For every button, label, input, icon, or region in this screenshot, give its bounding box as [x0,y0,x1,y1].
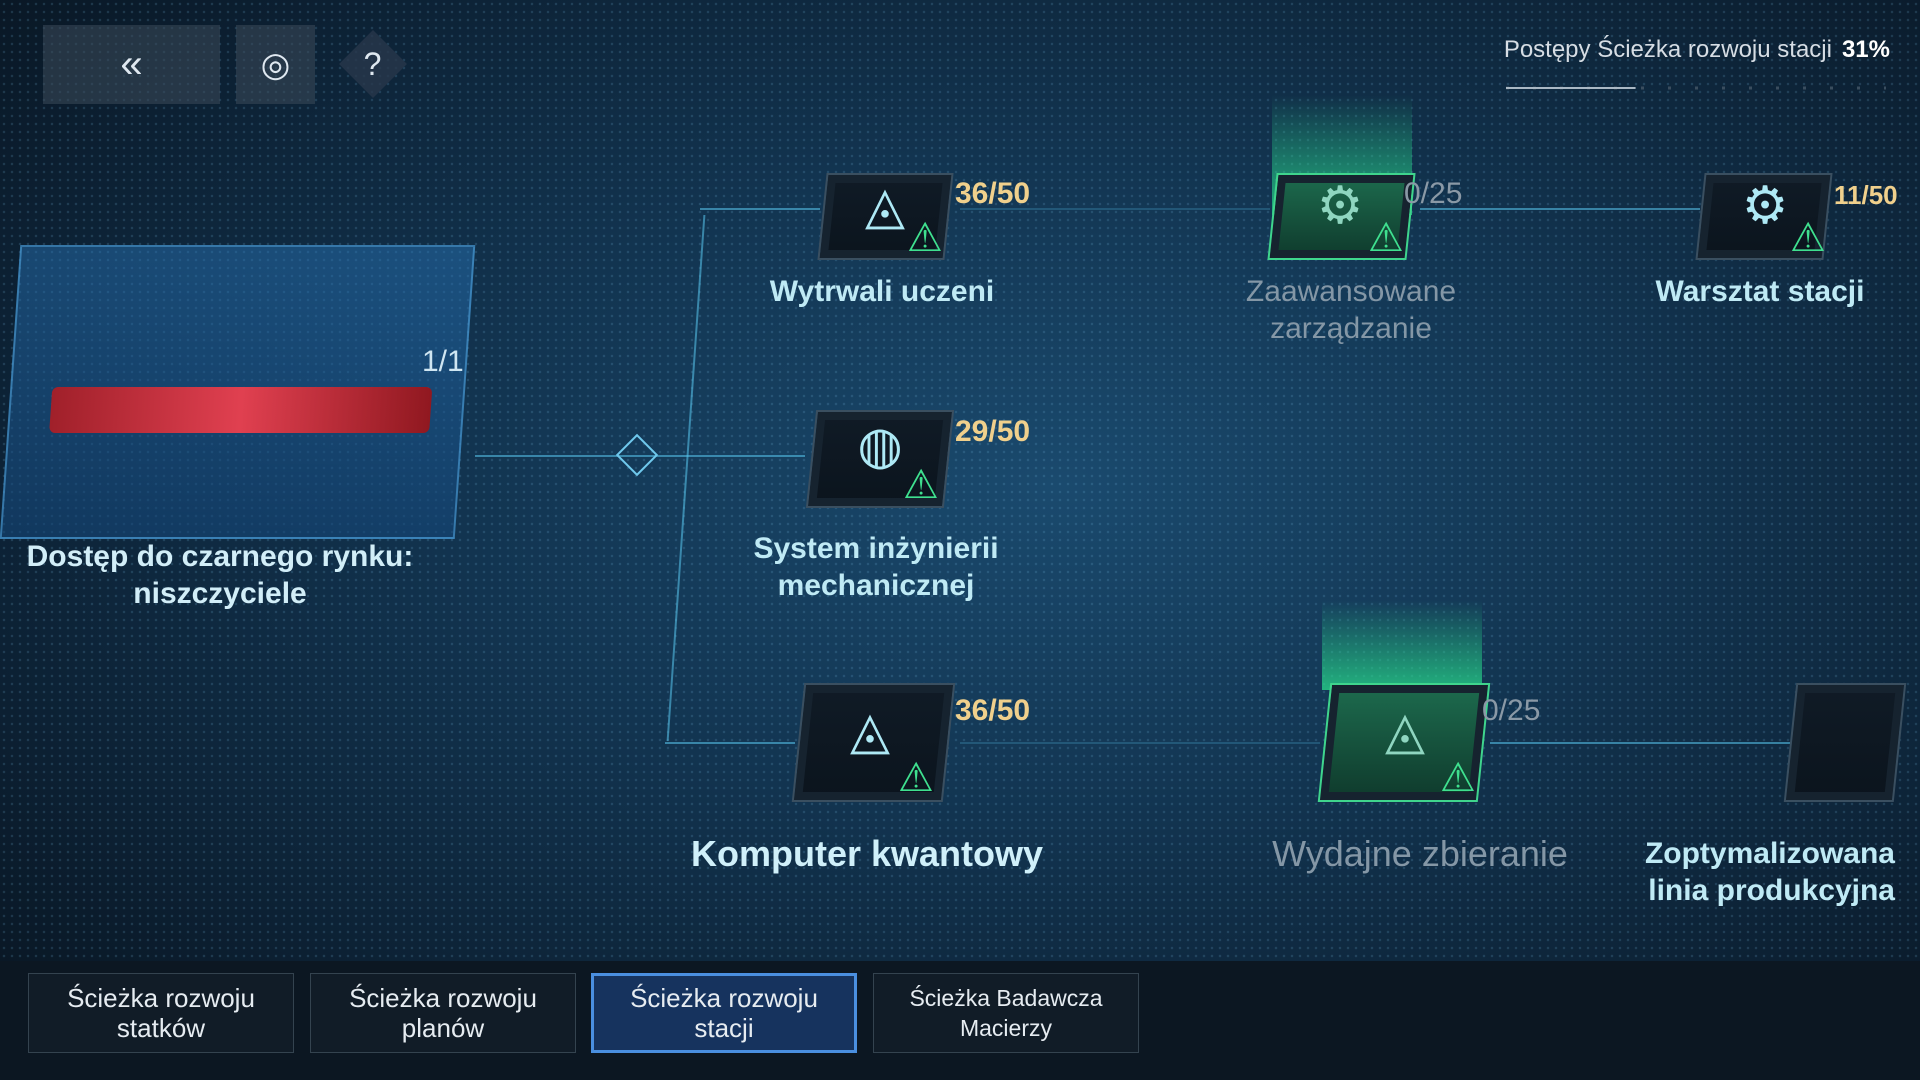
warning-icon: ⚠ [1790,216,1826,260]
city-icon: ◍ [857,417,903,475]
progress-label: Postępy Ścieżka rozwoju stacji [1503,36,1832,63]
node-count: 29/50 [955,415,1031,448]
root-label: Dostęp do czarnego rynku: niszczyciele [27,538,414,612]
gear-triangle-icon: ⚙ [1741,177,1789,235]
chart-triangle-icon: ◬ [850,702,890,760]
node-count: 36/50 [955,177,1031,210]
back-button[interactable]: « [43,25,220,104]
node-label: Wydajne zbieranie [1272,833,1568,874]
connector [665,742,795,744]
tab-label: Ścieżka Badawcza Macierzy [909,985,1103,1041]
node-label: Zaawansowane zarządzanie [1246,273,1456,347]
tab-blueprint-path[interactable]: Ścieżka rozwoju planów [310,973,576,1053]
node-label: Zoptymalizowana linia produkcyjna [1645,835,1895,909]
warning-icon: ⚠ [907,216,943,260]
progress-indicator: Postępy Ścieżka rozwoju stacji 31% [1504,36,1890,64]
connector [960,208,1270,210]
label-line: niszczyciele [133,577,307,610]
tab-matrix-research[interactable]: Ścieżka Badawcza Macierzy [873,973,1139,1053]
connector [960,742,1320,744]
connector [700,208,820,210]
warning-icon: ⚠ [1368,216,1404,260]
tab-station-path[interactable]: Ścieżka rozwoju stacji [591,973,857,1053]
warning-icon: ⚠ [903,463,939,507]
label-line: mechanicznej [777,569,975,602]
node-count: 0/25 [1404,177,1463,210]
node-count: 11/50 [1834,180,1898,210]
triangle-cycle-icon: ◬ [865,177,905,235]
connector [1490,742,1790,744]
node-label: Wytrwali uczeni [769,275,995,308]
label-line: Zoptymalizowana [1644,837,1895,870]
double-chevron-left-icon: « [120,42,143,86]
node-count: 36/50 [955,694,1031,727]
gear-cube-icon: ⚙ [1316,177,1364,235]
available-glow [1322,600,1482,690]
warning-icon: ⚠ [1440,756,1476,800]
warning-icon: ⚠ [898,756,934,800]
progress-value: 31% [1841,36,1890,63]
destroyer-ship-image [49,387,433,433]
label-line: zarządzanie [1270,312,1432,345]
node-label: System inżynierii mechanicznej [753,530,998,604]
tab-label: Ścieżka rozwoju statków [67,983,255,1043]
node-label: Warsztat stacji [1655,275,1865,308]
label-line: System inżynierii [753,532,999,565]
triangle-cube-icon: ◬ [1385,702,1425,760]
label-line: linia produkcyjna [1648,874,1895,907]
question-icon: ? [364,45,382,82]
connector [1420,208,1700,210]
node-label: Komputer kwantowy [690,833,1044,874]
tab-ship-path[interactable]: Ścieżka rozwoju statków [28,973,294,1053]
ship-card[interactable] [0,245,476,539]
tab-label: Ścieżka rozwoju stacji [630,983,818,1043]
label-line: Zaawansowane [1245,275,1457,308]
progress-track [1506,86,1886,90]
root-count: 1/1 [422,345,464,378]
tab-label: Ścieżka rozwoju planów [349,983,537,1043]
refresh-icon: ◎ [260,45,291,84]
node-count: 0/25 [1482,694,1541,727]
connector [475,455,805,457]
refresh-button[interactable]: ◎ [236,25,315,104]
label-line: Dostęp do czarnego rynku: [26,540,414,573]
